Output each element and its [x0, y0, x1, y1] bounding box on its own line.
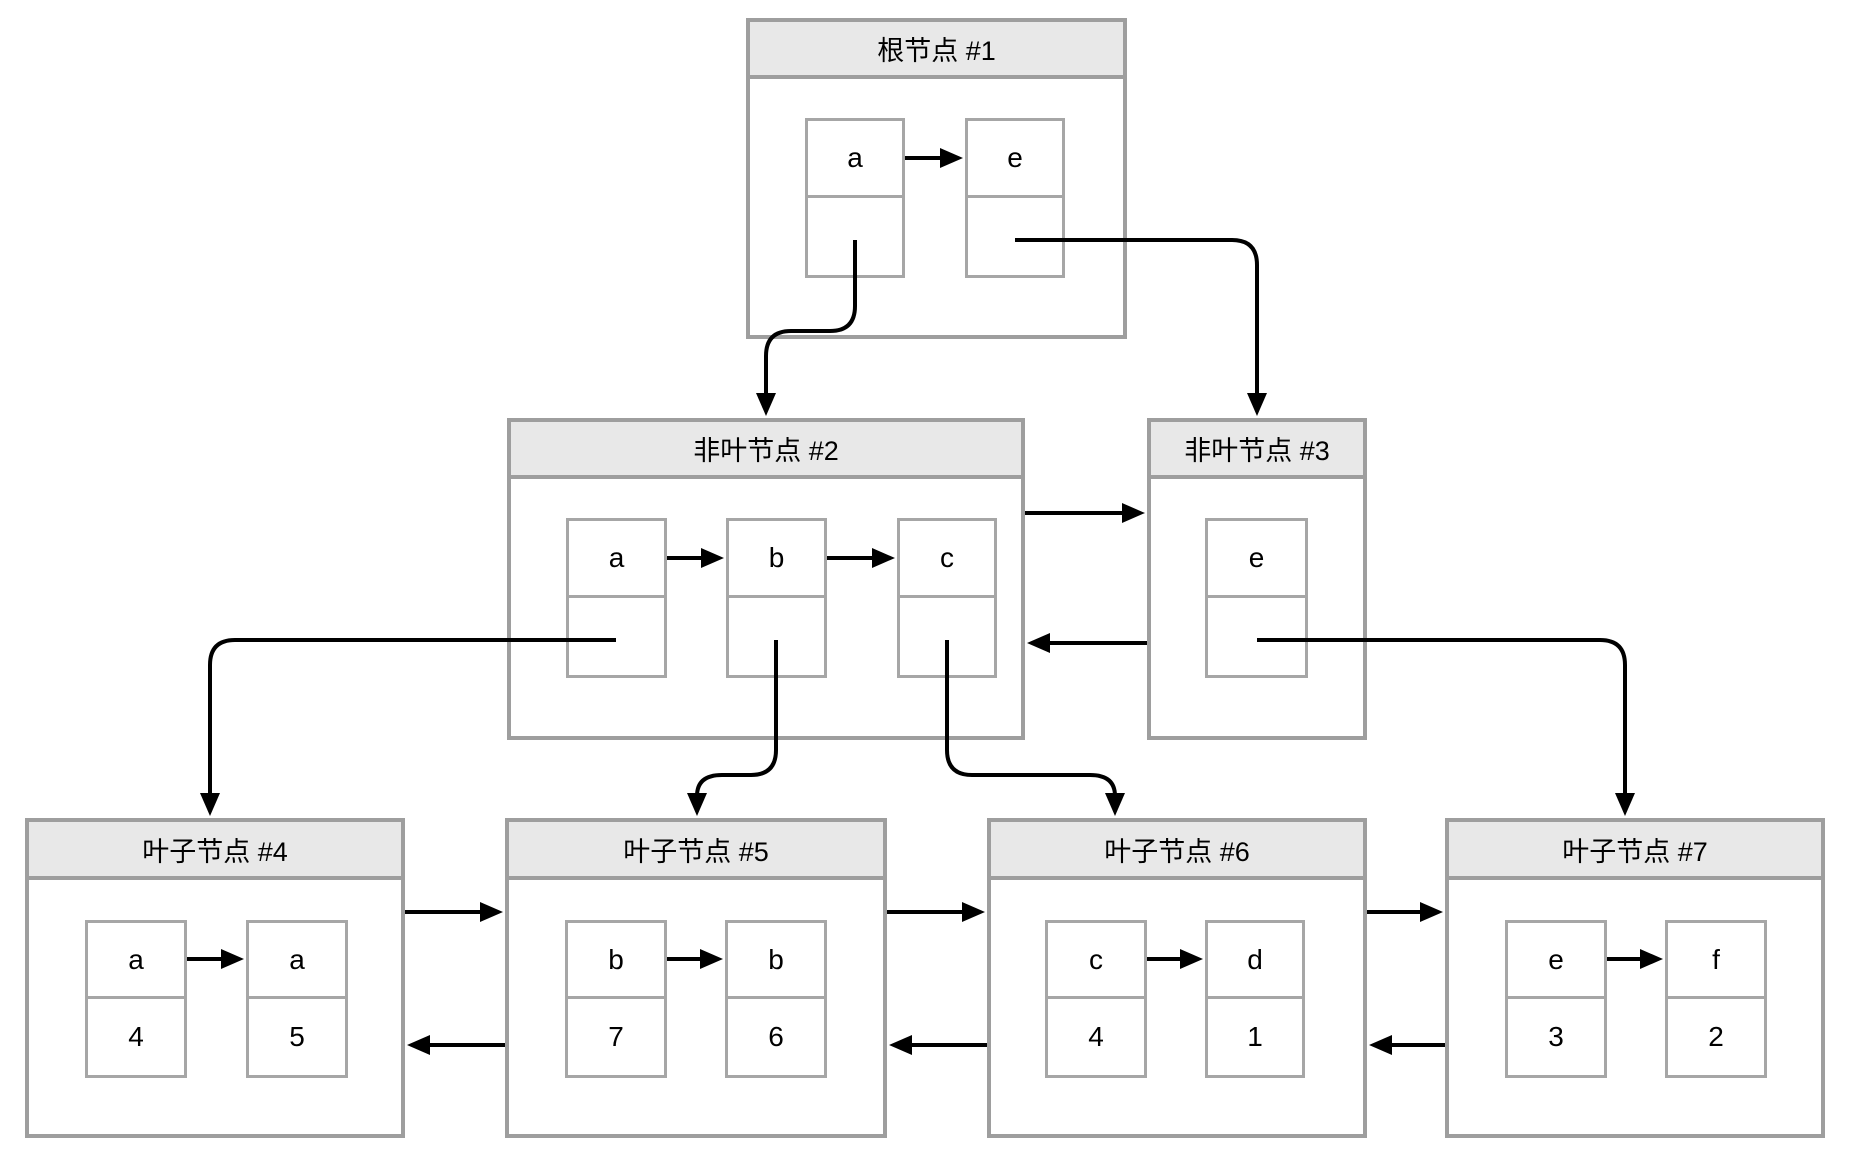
cell-key-pointer: e — [965, 118, 1065, 278]
cell-key: c — [1045, 920, 1147, 999]
cell-key: b — [726, 518, 827, 598]
node-leaf-5: 叶子节点 #5 — [505, 818, 887, 1138]
node-leaf-6: 叶子节点 #6 — [987, 818, 1367, 1138]
cell-key-value: b 7 — [565, 920, 667, 1078]
cell-key-value: f 2 — [1665, 920, 1767, 1078]
cell-pointer-slot — [965, 198, 1065, 278]
node-leaf-7: 叶子节点 #7 — [1445, 818, 1825, 1138]
cell-value: 6 — [725, 999, 827, 1078]
cell-pointer-slot — [566, 598, 667, 678]
cell-key-pointer: c — [897, 518, 997, 678]
cell-key: a — [566, 518, 667, 598]
cell-key: c — [897, 518, 997, 598]
node-internal-2-header: 非叶节点 #2 — [511, 422, 1021, 479]
cell-pointer-slot — [897, 598, 997, 678]
node-title: 叶子节点 #5 — [623, 836, 769, 867]
cell-key: a — [246, 920, 348, 999]
cell-key: a — [85, 920, 187, 999]
node-root-1: 根节点 #1 — [746, 18, 1127, 339]
cell-value: 4 — [1045, 999, 1147, 1078]
cell-value: 1 — [1205, 999, 1305, 1078]
node-title: 非叶节点 #2 — [693, 436, 839, 466]
node-leaf-7-header: 叶子节点 #7 — [1449, 822, 1821, 880]
node-title: 叶子节点 #4 — [142, 836, 288, 867]
cell-key-value: b 6 — [725, 920, 827, 1078]
cell-key-pointer: b — [726, 518, 827, 678]
cell-pointer-slot — [726, 598, 827, 678]
node-root-1-header: 根节点 #1 — [750, 22, 1123, 79]
node-title: 叶子节点 #7 — [1562, 836, 1708, 867]
cell-key: d — [1205, 920, 1305, 999]
node-leaf-6-header: 叶子节点 #6 — [991, 822, 1363, 880]
cell-key: b — [565, 920, 667, 999]
node-title: 非叶节点 #3 — [1184, 436, 1330, 466]
node-leaf-4-header: 叶子节点 #4 — [29, 822, 401, 880]
node-leaf-4: 叶子节点 #4 — [25, 818, 405, 1138]
cell-key-value: a 4 — [85, 920, 187, 1078]
cell-key: f — [1665, 920, 1767, 999]
node-internal-3-header: 非叶节点 #3 — [1151, 422, 1363, 479]
cell-value: 4 — [85, 999, 187, 1078]
cell-key-pointer: e — [1205, 518, 1308, 678]
cell-value: 5 — [246, 999, 348, 1078]
cell-key-value: e 3 — [1505, 920, 1607, 1078]
cell-value: 7 — [565, 999, 667, 1078]
cell-key: e — [1505, 920, 1607, 999]
node-title: 叶子节点 #6 — [1104, 836, 1250, 867]
node-leaf-5-header: 叶子节点 #5 — [509, 822, 883, 880]
cell-pointer-slot — [1205, 598, 1308, 678]
cell-key: e — [965, 118, 1065, 198]
cell-key: a — [805, 118, 905, 198]
node-title: 根节点 #1 — [877, 36, 996, 66]
cell-value: 2 — [1665, 999, 1767, 1078]
cell-key-value: d 1 — [1205, 920, 1305, 1078]
cell-key-value: c 4 — [1045, 920, 1147, 1078]
cell-key: b — [725, 920, 827, 999]
cell-pointer-slot — [805, 198, 905, 278]
cell-value: 3 — [1505, 999, 1607, 1078]
cell-key-pointer: a — [566, 518, 667, 678]
cell-key-pointer: a — [805, 118, 905, 278]
cell-key: e — [1205, 518, 1308, 598]
cell-key-value: a 5 — [246, 920, 348, 1078]
